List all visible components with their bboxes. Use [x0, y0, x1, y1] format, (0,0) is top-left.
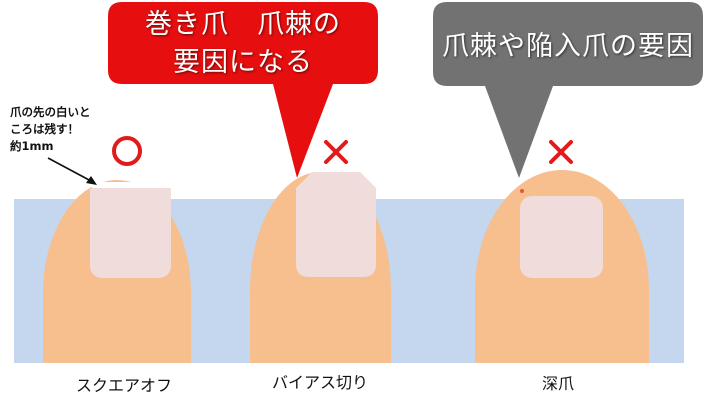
nail-bias-cut: [296, 172, 376, 277]
arrow-icon: [47, 157, 97, 185]
red-callout-line-2: 要因になる: [173, 47, 313, 78]
label-square-off: スクエアオフ: [76, 376, 173, 395]
nail-square-off: [90, 188, 171, 278]
label-deep-cut: 深爪: [542, 374, 575, 393]
white-tip-note: 爪の先の白いと ころは残す！ 約1mm: [10, 104, 91, 155]
ingrown-spike-mark: [520, 189, 524, 193]
nail-deep-cut: [520, 196, 603, 278]
nail-white-tip: [92, 182, 168, 188]
gray-callout-line-1: 爪棘や陥入爪の要因: [442, 31, 694, 62]
good-circle-icon: [112, 136, 142, 166]
red-callout-line-1: 巻き爪 爪棘の: [145, 9, 341, 40]
bad-x-icon: [324, 140, 348, 164]
bad-x-icon: [549, 140, 573, 164]
red-callout-bubble: [108, 2, 378, 178]
gray-callout-bubble: [433, 2, 703, 178]
note-line-3: 約1mm: [10, 139, 54, 153]
red-callout-text: 巻き爪 爪棘の 要因になる: [108, 6, 378, 82]
gray-callout-text: 爪棘や陥入爪の要因: [433, 28, 703, 66]
note-line-2: ころは残す！: [10, 122, 79, 136]
note-line-1: 爪の先の白いと: [10, 105, 91, 119]
label-bias-cut: バイアス切り: [272, 373, 369, 392]
